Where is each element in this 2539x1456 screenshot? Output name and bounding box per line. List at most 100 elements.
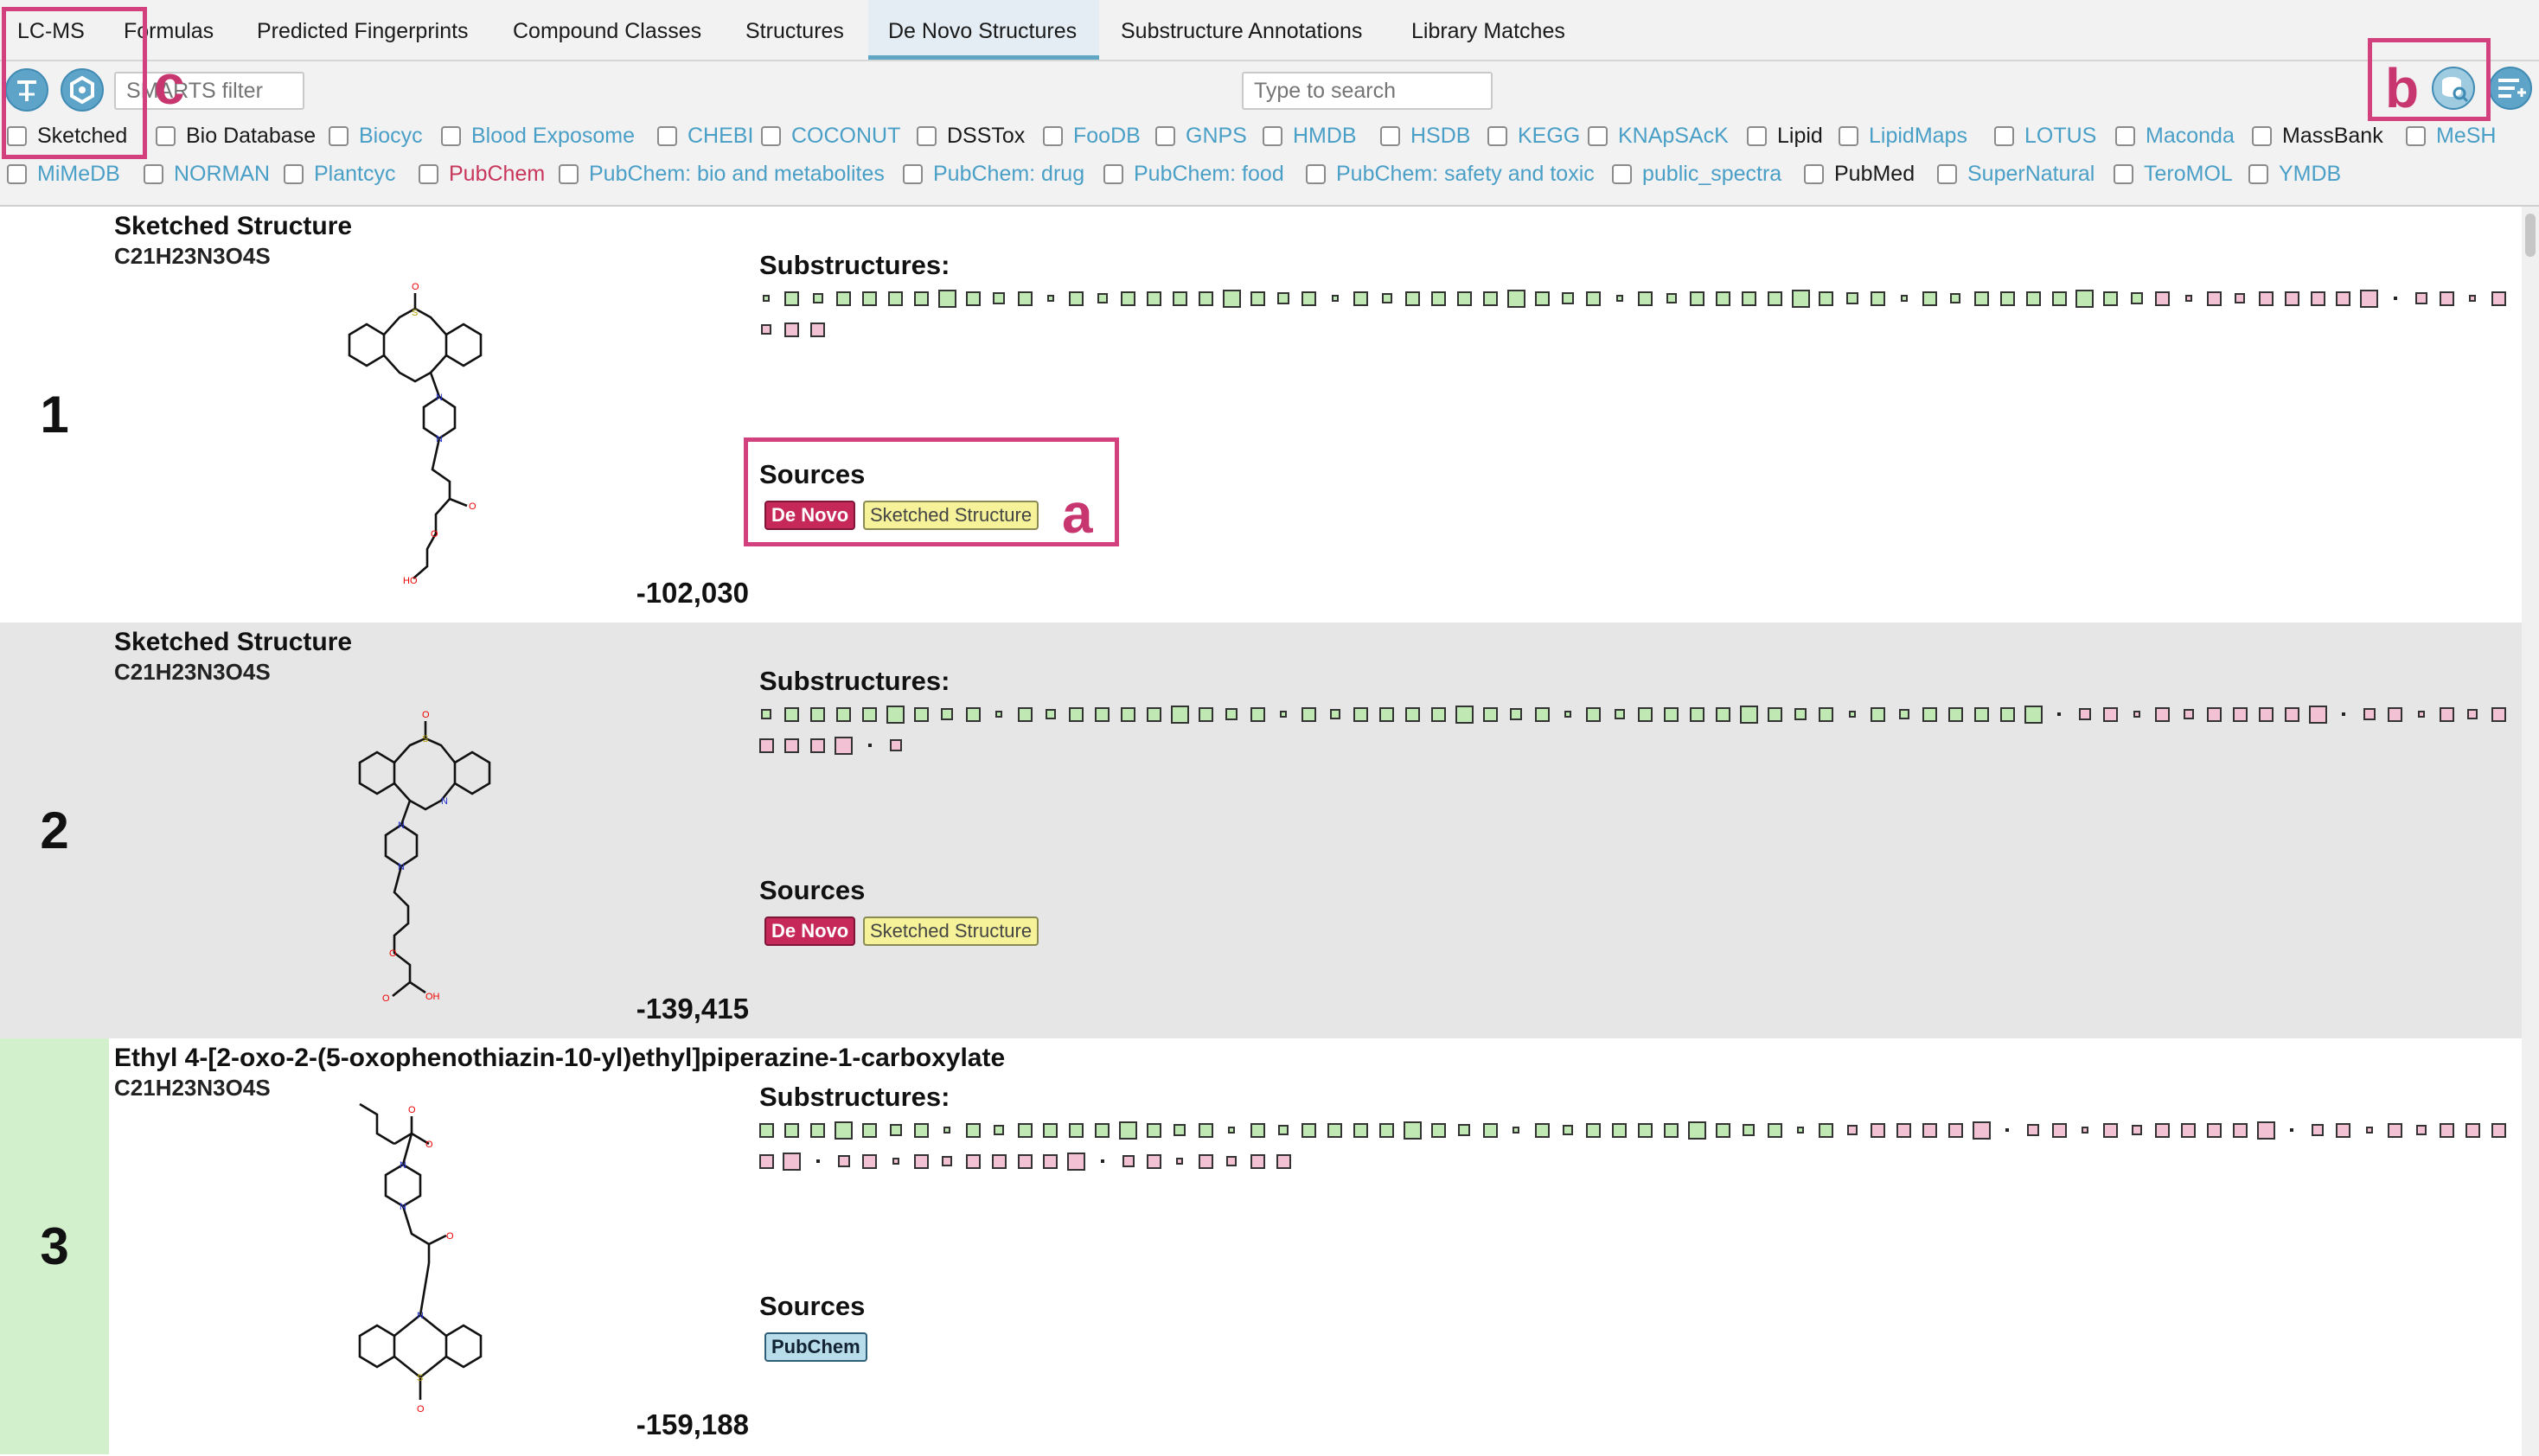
substructure-present-marker[interactable] bbox=[1482, 706, 1498, 722]
database-filter-item[interactable]: CHEBI bbox=[657, 120, 753, 151]
substructure-present-marker[interactable] bbox=[1147, 1122, 1161, 1138]
substructure-present-marker[interactable] bbox=[1095, 706, 1110, 722]
substructure-absent-marker[interactable] bbox=[2417, 711, 2425, 718]
substructure-present-marker[interactable] bbox=[812, 293, 823, 303]
database-filter-item[interactable]: FooDB bbox=[1043, 120, 1141, 151]
database-checkbox[interactable] bbox=[1994, 126, 2014, 146]
substructure-absent-marker[interactable] bbox=[2336, 1122, 2351, 1138]
substructure-present-marker[interactable] bbox=[1301, 706, 1317, 722]
substructure-absent-marker[interactable] bbox=[2183, 709, 2194, 719]
database-filter-item[interactable]: LipidMaps bbox=[1839, 120, 1967, 151]
substructure-present-marker[interactable] bbox=[784, 1122, 800, 1138]
database-checkbox[interactable] bbox=[7, 126, 27, 146]
substructure-absent-marker[interactable] bbox=[2414, 292, 2427, 304]
substructure-present-marker[interactable] bbox=[862, 291, 878, 306]
substructure-present-marker[interactable] bbox=[2025, 291, 2041, 306]
substructure-present-marker[interactable] bbox=[1379, 706, 1395, 722]
substructure-present-marker[interactable] bbox=[1017, 291, 1033, 306]
substructure-absent-marker[interactable] bbox=[942, 1156, 953, 1166]
database-checkbox[interactable] bbox=[284, 164, 304, 184]
substructure-absent-marker[interactable] bbox=[2284, 291, 2299, 306]
substructure-absent-marker[interactable] bbox=[2393, 297, 2397, 300]
substructure-present-marker[interactable] bbox=[888, 291, 903, 306]
substructure-present-marker[interactable] bbox=[810, 1122, 826, 1138]
substructure-present-marker[interactable] bbox=[1534, 706, 1550, 722]
substructure-absent-marker[interactable] bbox=[2131, 1125, 2142, 1135]
substructure-present-marker[interactable] bbox=[1687, 1121, 1706, 1140]
substructure-absent-marker[interactable] bbox=[1846, 1125, 1858, 1135]
substructure-absent-marker[interactable] bbox=[1226, 1156, 1238, 1166]
tab-library-matches[interactable]: Library Matches bbox=[1411, 19, 1565, 43]
substructure-present-marker[interactable] bbox=[1564, 711, 1571, 718]
substructure-absent-marker[interactable] bbox=[2491, 706, 2506, 722]
tab-structures[interactable]: Structures bbox=[745, 19, 844, 43]
substructure-absent-marker[interactable] bbox=[2258, 706, 2274, 722]
substructure-present-marker[interactable] bbox=[1534, 1122, 1550, 1138]
substructure-present-marker[interactable] bbox=[835, 1121, 854, 1140]
database-filter-item[interactable]: TeroMOL bbox=[2114, 158, 2233, 189]
substructure-present-marker[interactable] bbox=[1379, 1122, 1395, 1138]
substructure-present-marker[interactable] bbox=[1250, 706, 1265, 722]
database-checkbox[interactable] bbox=[1747, 126, 1767, 146]
substructure-present-marker[interactable] bbox=[1250, 1122, 1265, 1138]
database-checkbox[interactable] bbox=[1263, 126, 1282, 146]
tab-compound-classes[interactable]: Compound Classes bbox=[513, 19, 702, 43]
substructure-present-marker[interactable] bbox=[1819, 1122, 1834, 1138]
substructure-absent-marker[interactable] bbox=[965, 1153, 981, 1169]
substructure-absent-marker[interactable] bbox=[2232, 1122, 2248, 1138]
substructure-present-marker[interactable] bbox=[1097, 293, 1108, 303]
tab-formulas[interactable]: Formulas bbox=[124, 19, 214, 43]
substructure-absent-marker[interactable] bbox=[2057, 712, 2061, 716]
substructure-absent-marker[interactable] bbox=[2206, 706, 2222, 722]
substructure-present-marker[interactable] bbox=[1638, 291, 1653, 306]
database-filter-item[interactable]: PubChem: safety and toxic bbox=[1306, 158, 1595, 189]
substructure-present-marker[interactable] bbox=[1353, 706, 1369, 722]
substructure-present-marker[interactable] bbox=[1715, 706, 1730, 722]
substructure-present-marker[interactable] bbox=[1612, 1122, 1628, 1138]
substructure-absent-marker[interactable] bbox=[783, 1152, 802, 1171]
substructure-present-marker[interactable] bbox=[1664, 706, 1679, 722]
database-filter-item[interactable]: HMDB bbox=[1263, 120, 1357, 151]
substructure-present-marker[interactable] bbox=[1767, 706, 1782, 722]
substructure-present-marker[interactable] bbox=[1482, 1122, 1498, 1138]
substructure-present-marker[interactable] bbox=[1999, 706, 2015, 722]
substructure-present-marker[interactable] bbox=[1381, 293, 1392, 303]
substructure-present-marker[interactable] bbox=[1950, 293, 1961, 303]
database-checkbox[interactable] bbox=[441, 126, 461, 146]
substructure-present-marker[interactable] bbox=[1327, 1122, 1343, 1138]
substructure-present-marker[interactable] bbox=[1147, 706, 1161, 722]
sketch-structure-button[interactable] bbox=[5, 68, 48, 112]
substructure-present-marker[interactable] bbox=[1198, 1122, 1213, 1138]
substructure-present-marker[interactable] bbox=[1170, 705, 1189, 724]
substructure-present-marker[interactable] bbox=[1510, 708, 1523, 720]
database-checkbox[interactable] bbox=[2406, 126, 2426, 146]
database-filter-item[interactable]: PubChem bbox=[419, 158, 545, 189]
substructure-present-marker[interactable] bbox=[1922, 291, 1937, 306]
substructure-present-marker[interactable] bbox=[1614, 709, 1625, 719]
substructure-absent-marker[interactable] bbox=[2103, 1122, 2119, 1138]
substructure-present-marker[interactable] bbox=[1119, 1121, 1138, 1140]
substructure-present-marker[interactable] bbox=[1277, 292, 1289, 304]
database-checkbox[interactable] bbox=[144, 164, 163, 184]
substructure-present-marker[interactable] bbox=[1973, 291, 1989, 306]
substructure-present-marker[interactable] bbox=[1198, 291, 1213, 306]
substructure-present-marker[interactable] bbox=[1767, 291, 1782, 306]
substructure-present-marker[interactable] bbox=[1506, 289, 1525, 308]
substructure-present-marker[interactable] bbox=[1534, 291, 1550, 306]
substructure-present-marker[interactable] bbox=[1791, 289, 1810, 308]
tab-lc-ms[interactable]: LC-MS bbox=[17, 19, 85, 43]
substructure-absent-marker[interactable] bbox=[2256, 1121, 2275, 1140]
substructure-present-marker[interactable] bbox=[1767, 1122, 1782, 1138]
substructure-present-marker[interactable] bbox=[1456, 291, 1472, 306]
database-checkbox[interactable] bbox=[1839, 126, 1858, 146]
substructure-present-marker[interactable] bbox=[1562, 1125, 1573, 1135]
substructure-present-marker[interactable] bbox=[1430, 291, 1446, 306]
substructure-absent-marker[interactable] bbox=[2184, 295, 2192, 302]
substructure-absent-marker[interactable] bbox=[1947, 1122, 1963, 1138]
substructure-absent-marker[interactable] bbox=[761, 324, 771, 335]
database-checkbox[interactable] bbox=[1306, 164, 1326, 184]
substructure-present-marker[interactable] bbox=[965, 291, 981, 306]
substructure-absent-marker[interactable] bbox=[862, 1153, 878, 1169]
database-checkbox[interactable] bbox=[329, 126, 349, 146]
database-filter-item[interactable]: Maconda bbox=[2115, 120, 2235, 151]
